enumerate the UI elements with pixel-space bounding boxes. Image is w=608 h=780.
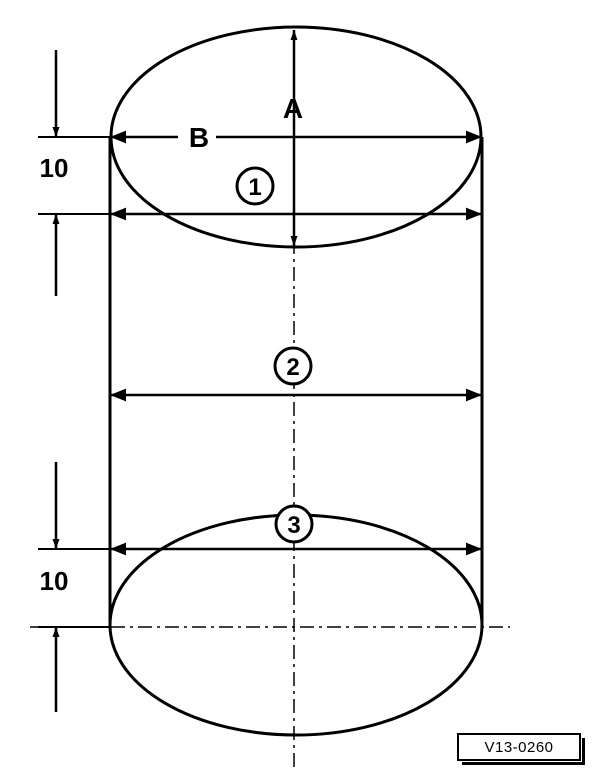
dim-bottom-label: 10 xyxy=(40,566,69,596)
extension-lines xyxy=(38,136,110,628)
reference-code: V13-0260 xyxy=(484,738,554,756)
point-markers xyxy=(235,166,314,544)
dim-top-label: 10 xyxy=(40,153,69,183)
point-1-label: 1 xyxy=(248,174,261,201)
measurement-arrows xyxy=(110,30,482,556)
bottom-ellipse-lower-arc xyxy=(108,624,484,737)
center-lines xyxy=(30,240,510,770)
axis-b-label: B xyxy=(189,122,209,153)
reference-code-box: V13-0260 xyxy=(457,733,585,765)
point-3-label: 3 xyxy=(287,512,300,539)
point-1-circle xyxy=(235,166,275,206)
point-2-circle xyxy=(273,346,313,386)
axis-a-label: A xyxy=(283,93,303,124)
point-3-circle xyxy=(274,504,314,544)
point-2-label: 2 xyxy=(286,354,299,381)
